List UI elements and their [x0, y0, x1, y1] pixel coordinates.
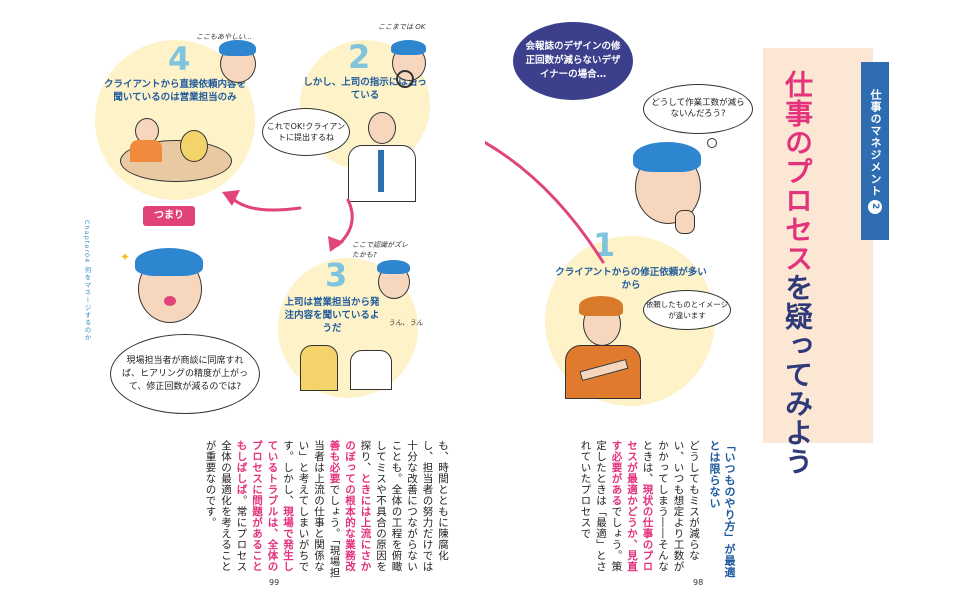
step2-handwritten: ここまでは OK — [378, 23, 426, 31]
step4-caption: クライアントから直接依頼内容を聞いているのは営業担当のみ — [103, 79, 247, 103]
step3-hair — [377, 260, 410, 274]
conclusion-hair — [135, 248, 203, 276]
flow-arrow-1-to-2 — [485, 140, 605, 264]
left-body-emphasis-2: 現場で発生しているトラブルは、全体のプロセスに問題があることもしばしば — [235, 440, 295, 572]
tsumari-label: つまり — [143, 206, 195, 226]
client-speech-bubble: 依頼したものとイメージが違います — [643, 290, 731, 330]
conclusion-mouth — [164, 296, 176, 306]
arrow-2-to-4 — [230, 196, 302, 212]
step1-caption: クライアントからの修正依頼が多いから — [555, 267, 707, 291]
right-body-text: どうしてもミスが減らない、いつも想定より工数がかかってしまう――そんなときは、現… — [533, 440, 701, 580]
designer-hand — [675, 210, 695, 234]
left-body-emphasis-1: ときには上流にさかのぼっての根本的な業務改善も必要 — [328, 440, 372, 572]
step3-small-talk: うん、うん — [388, 319, 423, 327]
title-rest: を疑ってみよう — [781, 273, 814, 476]
intro-bubble: 会報誌のデザインの修正回数が減らないデザイナーの場合… — [513, 22, 633, 100]
designer-thought-bubble: どうして作業工数が減らないんだろう? — [643, 84, 753, 134]
magnifier-icon — [396, 70, 414, 88]
step2-speech-bubble: これでOK!クライアントに提出するね — [262, 108, 350, 156]
left-page: 4 ここもあやしい… クライアントから直接依頼内容を聞いているのは営業担当のみ … — [83, 23, 450, 587]
left-body-plain-3: 。常にプロセス全体の最適化を考えることが重要なのです。 — [204, 440, 248, 572]
step3-number: 3 — [325, 256, 348, 294]
step2-caption: しかし、上司の指示には沿っている — [303, 77, 427, 101]
left-page-number: 99 — [269, 578, 280, 587]
title-emphasis: 仕事のプロセス — [781, 70, 814, 273]
right-body-plain-1: どうしてもミスが減らない、いつも想定より工数がかかってしまう――そんなときは、 — [641, 440, 701, 572]
boss-face — [368, 112, 396, 144]
boss-tie — [378, 150, 384, 192]
title-banner — [763, 48, 873, 443]
right-body-emphasis-1: 現状の仕事のプロセスが最適かどうか、見直す必要がある — [610, 440, 654, 572]
conclusion-bubble: 現場担当者が商談に同席すれば、ヒアリングの精度が上がって、修正回数が減るのでは? — [110, 334, 260, 414]
thought-dot — [707, 138, 717, 148]
left-body-text: も、時間とともに陳腐化し、担当者の努力だけでは十分な改善につながらないことも。全… — [110, 440, 450, 578]
step3-handwritten: ここで認識がズレたかも? — [352, 241, 408, 259]
sales-person-face — [135, 118, 159, 144]
step4-number: 4 — [168, 40, 191, 78]
category-number: 2 — [868, 199, 882, 214]
arrow-head-2-to-4 — [222, 190, 240, 206]
right-page: 会報誌のデザインの修正回数が減らないデザイナーの場合… どうして作業工数が減らな… — [485, 0, 970, 600]
right-page-number: 98 — [693, 578, 704, 587]
step2-number: 2 — [348, 38, 371, 76]
category-label: 仕事のマネジメント — [869, 88, 882, 197]
right-body-plain-2: でしょう。策定したときは「最適」とされていたプロセスで — [579, 440, 623, 572]
left-body-plain-1: も、時間とともに陳腐化し、担当者の努力だけでは十分な改善につながらないことも。全… — [359, 440, 450, 572]
left-body-plain-2: でしょう。「現場担当者は上流の仕事と関係ない」と考えてしまいがちです。しかし、 — [282, 440, 341, 578]
client-woman-hair — [579, 296, 623, 316]
step4-handwritten: ここもあやしい… — [196, 33, 252, 41]
step4-hair — [219, 40, 256, 56]
arrow-head-2-to-3 — [328, 236, 344, 252]
category-tab: 仕事のマネジメント 2 — [861, 62, 889, 240]
sales-person-body — [130, 140, 162, 162]
boss-figure-small — [350, 350, 392, 390]
subheading: 「いつものやり方」が最適とは限らない — [708, 440, 736, 578]
arrow-2-to-3 — [336, 198, 354, 247]
step3-caption: 上司は営業担当から発注内容を聞いているようだ — [284, 297, 380, 334]
designer-hair — [633, 142, 701, 172]
page-title: 仕事のプロセスを疑ってみよう — [777, 70, 817, 476]
step2-hair — [391, 40, 426, 55]
sales-rep-figure — [300, 345, 338, 391]
client-person — [180, 130, 208, 162]
chapter-side-label: Chapter04 何をマネージするのか — [83, 220, 91, 342]
arrow-1-to-2 — [485, 140, 605, 264]
sparkle-icon: ✦ — [120, 250, 131, 264]
